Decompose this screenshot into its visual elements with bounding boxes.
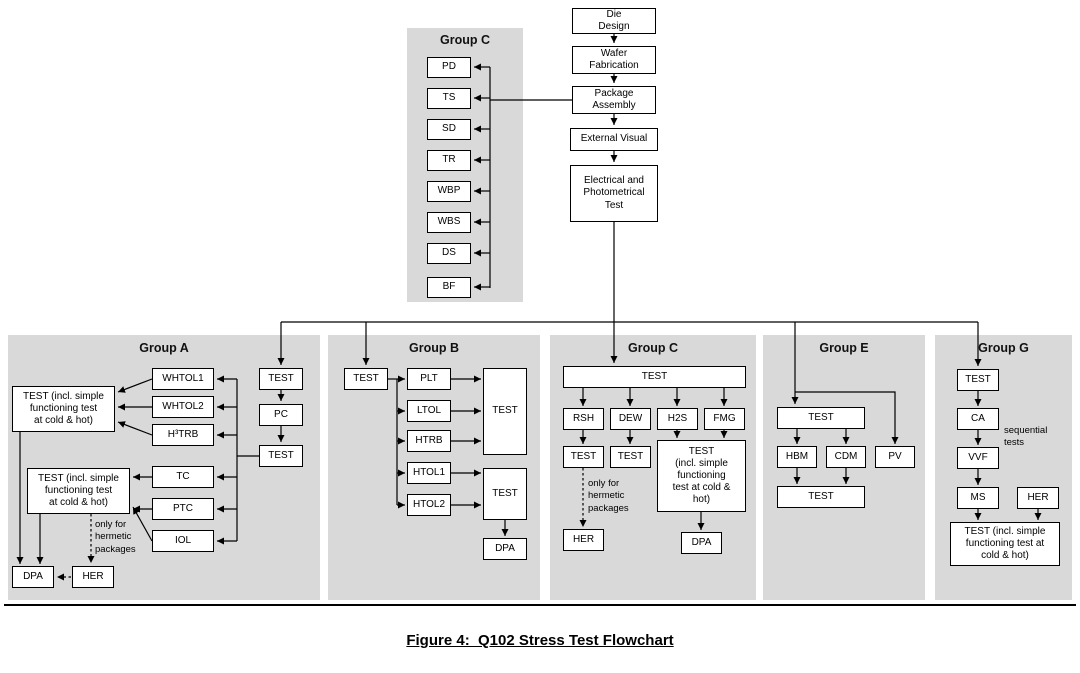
box-h3trb: H³TRB bbox=[152, 424, 214, 446]
title-group-a: Group A bbox=[139, 341, 189, 355]
box-htol1: HTOL1 bbox=[407, 462, 451, 484]
box-group-a-pc: PC bbox=[259, 404, 303, 426]
box-group-a-test-mid: TEST bbox=[259, 445, 303, 467]
box-group-c-her: HER bbox=[563, 529, 604, 551]
box-cdm: CDM bbox=[826, 446, 866, 468]
title-group-e: Group E bbox=[819, 341, 869, 355]
box-ptc: PTC bbox=[152, 498, 214, 520]
box-group-c-test-rsh: TEST bbox=[563, 446, 604, 468]
box-group-b-test-right-top: TEST bbox=[483, 368, 527, 455]
box-group-a-test-left-top: TEST (incl. simple functioning test at c… bbox=[12, 386, 115, 432]
title-group-c-bottom: Group C bbox=[628, 341, 678, 355]
note-sequential-tests: sequential tests bbox=[1004, 425, 1048, 449]
box-ts: TS bbox=[427, 88, 471, 109]
box-group-c-dpa: DPA bbox=[681, 532, 722, 554]
box-group-a-dpa: DPA bbox=[12, 566, 54, 588]
box-wbs: WBS bbox=[427, 212, 471, 233]
box-whtol1: WHTOL1 bbox=[152, 368, 214, 390]
box-ds: DS bbox=[427, 243, 471, 264]
title-group-b: Group B bbox=[409, 341, 459, 355]
box-ca: CA bbox=[957, 408, 999, 430]
box-die-design: Die Design bbox=[572, 8, 656, 34]
box-htrb: HTRB bbox=[407, 430, 451, 452]
box-ltol: LTOL bbox=[407, 400, 451, 422]
box-bf: BF bbox=[427, 277, 471, 298]
box-h2s: H2S bbox=[657, 408, 698, 430]
box-plt: PLT bbox=[407, 368, 451, 390]
box-dew: DEW bbox=[610, 408, 651, 430]
box-external-visual: External Visual bbox=[570, 128, 658, 151]
note-group-a-hermetic: only for hermetic packages bbox=[95, 519, 136, 555]
box-wbp: WBP bbox=[427, 181, 471, 202]
note-group-c-hermetic: only for hermetic packages bbox=[588, 478, 629, 514]
box-group-e-test-bottom: TEST bbox=[777, 486, 865, 508]
box-group-g-test-top: TEST bbox=[957, 369, 999, 391]
box-htol2: HTOL2 bbox=[407, 494, 451, 516]
box-tr: TR bbox=[427, 150, 471, 171]
box-group-b-test-right-bottom: TEST bbox=[483, 468, 527, 520]
box-hbm: HBM bbox=[777, 446, 817, 468]
box-tc: TC bbox=[152, 466, 214, 488]
title-group-g: Group G bbox=[978, 341, 1029, 355]
box-fmg: FMG bbox=[704, 408, 745, 430]
box-sd: SD bbox=[427, 119, 471, 140]
box-group-e-test-top: TEST bbox=[777, 407, 865, 429]
box-group-c-test-dew: TEST bbox=[610, 446, 651, 468]
box-whtol2: WHTOL2 bbox=[152, 396, 214, 418]
box-iol: IOL bbox=[152, 530, 214, 552]
box-pd: PD bbox=[427, 57, 471, 78]
box-group-g-test-bottom: TEST (incl. simple functioning test at c… bbox=[950, 522, 1060, 566]
box-rsh: RSH bbox=[563, 408, 604, 430]
box-group-g-her: HER bbox=[1017, 487, 1059, 509]
box-pv: PV bbox=[875, 446, 915, 468]
title-group-c-top: Group C bbox=[440, 33, 490, 47]
box-group-b-test-in: TEST bbox=[344, 368, 388, 390]
box-group-c-test-big: TEST (incl. simple functioning test at c… bbox=[657, 440, 746, 512]
box-group-a-test-in: TEST bbox=[259, 368, 303, 390]
box-package-assembly: Package Assembly bbox=[572, 86, 656, 114]
box-group-b-dpa: DPA bbox=[483, 538, 527, 560]
box-ms: MS bbox=[957, 487, 999, 509]
box-group-a-her: HER bbox=[72, 566, 114, 588]
box-wafer-fabrication: Wafer Fabrication bbox=[572, 46, 656, 74]
box-group-c-test-in: TEST bbox=[563, 366, 746, 388]
figure-caption: Figure 4: Q102 Stress Test Flowchart bbox=[406, 632, 674, 649]
box-group-a-test-left-mid: TEST (incl. simple functioning test at c… bbox=[27, 468, 130, 514]
separator-line bbox=[4, 604, 1076, 606]
box-electrical-photometrical-test: Electrical and Photometrical Test bbox=[570, 165, 658, 222]
box-vvf: VVF bbox=[957, 447, 999, 469]
